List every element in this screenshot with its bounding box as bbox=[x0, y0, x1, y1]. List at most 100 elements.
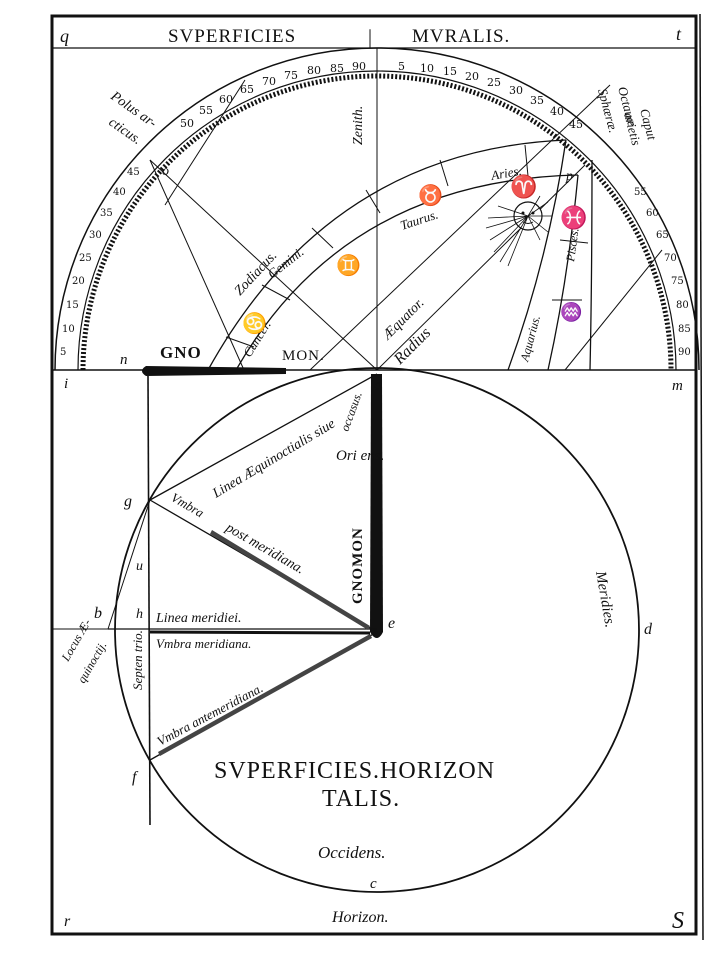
vmbra-ante-label: Vmbra antemeridiana. bbox=[154, 680, 265, 749]
aquarius-label: Aquarius. bbox=[517, 314, 543, 364]
point-f-label: f bbox=[132, 769, 139, 786]
zodiac-outer-arc bbox=[207, 139, 567, 371]
scale-r40: 40 bbox=[550, 105, 564, 118]
point-u-label: u bbox=[136, 559, 143, 574]
scale-l25: 25 bbox=[79, 253, 92, 264]
title-separator: | bbox=[368, 26, 373, 48]
scale-rr75: 75 bbox=[671, 276, 684, 287]
vmbra-meridiana-label: Vmbra meridiana. bbox=[156, 636, 251, 651]
vmbra-label: Vmbra bbox=[169, 490, 208, 521]
title-superficies: SVPERFICIES bbox=[168, 26, 296, 47]
oriens-label: Ori ens. bbox=[336, 448, 384, 464]
scale-numbers-right: 55 60 65 70 75 80 85 90 bbox=[634, 187, 691, 358]
axis-line-o bbox=[164, 79, 246, 206]
sign-pisces: ♓ bbox=[560, 205, 587, 231]
scale-rr55: 55 bbox=[634, 187, 647, 198]
wall-gnomon bbox=[142, 366, 286, 376]
meridies-label: Meridies. bbox=[592, 569, 618, 629]
scale-90: 90 bbox=[352, 60, 366, 73]
scale-r30: 30 bbox=[509, 84, 523, 97]
radius-line bbox=[376, 164, 586, 371]
point-d-label: d bbox=[644, 621, 653, 638]
point-i-label: i bbox=[64, 376, 68, 392]
sign-aquarius: ♒ bbox=[560, 301, 582, 323]
scale-r20: 20 bbox=[465, 70, 479, 83]
point-g-label: g bbox=[124, 493, 132, 510]
scale-50: 50 bbox=[180, 117, 194, 130]
scale-r25: 25 bbox=[487, 76, 501, 89]
corner-r-label: r bbox=[64, 913, 71, 930]
sun-rays bbox=[485, 195, 552, 267]
scale-60: 60 bbox=[219, 93, 233, 106]
point-m-label: m bbox=[672, 378, 683, 394]
gno-label: GNO bbox=[160, 343, 202, 362]
line-b-to-g bbox=[107, 499, 151, 630]
horizontal-circle bbox=[114, 367, 640, 893]
zodiac-right-inner bbox=[547, 174, 579, 371]
scale-r45: 45 bbox=[569, 118, 583, 131]
ante-meridiana-shadow bbox=[158, 634, 372, 756]
horizontal-title-2: TALIS. bbox=[322, 786, 400, 812]
zodiac-inner-arc bbox=[235, 174, 579, 371]
sign-gemini: ♊ bbox=[336, 253, 361, 277]
scale-l20: 20 bbox=[72, 276, 85, 287]
scale-hatch-arc bbox=[80, 73, 674, 371]
point-b-label: b bbox=[94, 605, 102, 622]
corner-t-label: t bbox=[676, 24, 682, 44]
scale-r35: 35 bbox=[530, 94, 544, 107]
scale-l30: 30 bbox=[89, 230, 102, 241]
scale-70: 70 bbox=[262, 75, 276, 88]
polus-radius bbox=[149, 159, 378, 371]
outer-frame bbox=[50, 14, 698, 936]
sign-aries: ♈ bbox=[510, 174, 537, 200]
zenith-label: Zenith. bbox=[351, 106, 366, 145]
scale-r10: 10 bbox=[420, 62, 434, 75]
point-n-label: n bbox=[120, 352, 128, 368]
scale-r5: 5 bbox=[398, 60, 405, 73]
scale-rr80: 80 bbox=[676, 300, 689, 311]
point-e-label: e bbox=[388, 615, 395, 632]
occidens-label: Occidens. bbox=[318, 843, 386, 862]
sun-icon bbox=[485, 195, 552, 267]
linea-aequinoctialis-label: Linea Æquinoctialis siue bbox=[209, 416, 338, 501]
scale-inner-arc bbox=[77, 70, 677, 371]
point-p-label: p bbox=[565, 169, 573, 184]
corner-q-label: q bbox=[60, 26, 69, 46]
post-meridiana-shadow bbox=[210, 530, 370, 630]
title-muralis: MVRALIS. bbox=[412, 26, 510, 47]
scale-outer-arc bbox=[54, 47, 700, 371]
scale-rr85: 85 bbox=[678, 324, 691, 335]
right-sun-line bbox=[564, 249, 663, 371]
equinox-line bbox=[149, 373, 378, 501]
scale-l10: 10 bbox=[62, 324, 75, 335]
corner-s-label: S bbox=[672, 908, 684, 934]
meridiana-shadow bbox=[149, 630, 371, 635]
point-h-label: h bbox=[136, 607, 143, 622]
scale-85: 85 bbox=[330, 62, 344, 75]
sign-taurus: ♉ bbox=[418, 183, 443, 207]
sign-cancer: ♋ bbox=[242, 311, 267, 335]
meridian-vertical bbox=[147, 375, 151, 826]
point-a-label: a bbox=[374, 377, 382, 394]
aries-label: Aries. bbox=[489, 163, 523, 183]
scale-numbers-top: 90 85 80 75 70 65 60 55 50 5 10 15 20 25… bbox=[180, 60, 583, 131]
gnomon-label: GNOMON bbox=[350, 527, 366, 604]
septentrio-label: Septen trio. bbox=[130, 630, 145, 690]
scale-r15: 15 bbox=[443, 65, 457, 78]
zodiac-div-4 bbox=[365, 189, 381, 214]
zodiac-div-6 bbox=[524, 144, 529, 177]
scale-80: 80 bbox=[307, 64, 321, 77]
scale-65: 65 bbox=[240, 83, 254, 96]
horizontal-gnomon bbox=[370, 374, 383, 638]
linea-meridiei-label: Linea meridiei. bbox=[155, 611, 242, 626]
mon-label: MON. bbox=[282, 348, 325, 364]
right-page-edge bbox=[699, 13, 704, 941]
zodiac-right-edge bbox=[589, 159, 593, 371]
scale-l40: 40 bbox=[113, 187, 126, 198]
occasus-label: occasus. bbox=[338, 390, 365, 433]
zodiac-right-outer bbox=[507, 139, 567, 371]
zodiac-div-7 bbox=[559, 239, 589, 244]
scale-l35: 35 bbox=[100, 208, 113, 219]
zodiac-div-3 bbox=[311, 227, 334, 249]
